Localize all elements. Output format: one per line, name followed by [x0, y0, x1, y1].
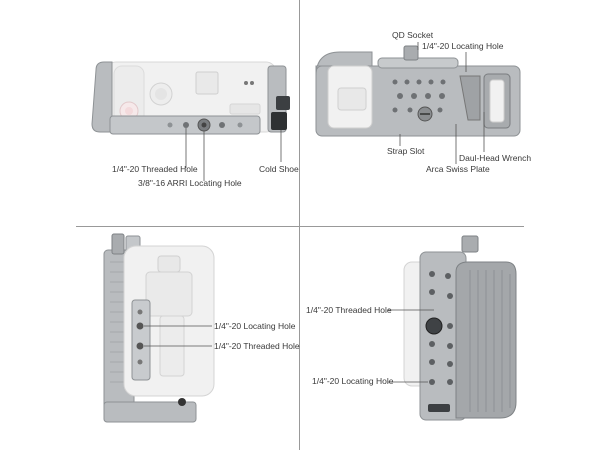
bottom-right-threaded-hole-label: 1/4"-20 Threaded Hole: [306, 305, 392, 315]
top-left-cold-shoe-label: Cold Shoe: [259, 164, 299, 174]
bottom-right-locating-hole-label: 1/4"-20 Locating Hole: [312, 376, 394, 386]
top-right-dual-head-wrench-label: Daul-Head Wrench: [459, 153, 532, 163]
top-left-threaded-hole-label: 1/4"-20 Threaded Hole: [112, 164, 198, 174]
bottom-left-locating-hole-label: 1/4"-20 Locating Hole: [214, 321, 296, 331]
top-right-locating-hole-label: 1/4"-20 Locating Hole: [422, 41, 504, 51]
bottom-left-threaded-hole-label: 1/4"-20 Threaded Hole: [214, 341, 300, 351]
top-right-qd-socket-label: QD Socket: [392, 30, 434, 40]
top-left-arri-hole-label: 3/8"-16 ARRI Locating Hole: [138, 178, 242, 188]
horizontal-divider-left: [76, 226, 300, 227]
vertical-divider: [299, 0, 300, 450]
top-right-arca-plate-label: Arca Swiss Plate: [426, 164, 490, 174]
top-right-strap-slot-label: Strap Slot: [387, 146, 425, 156]
horizontal-divider-right: [300, 226, 524, 227]
